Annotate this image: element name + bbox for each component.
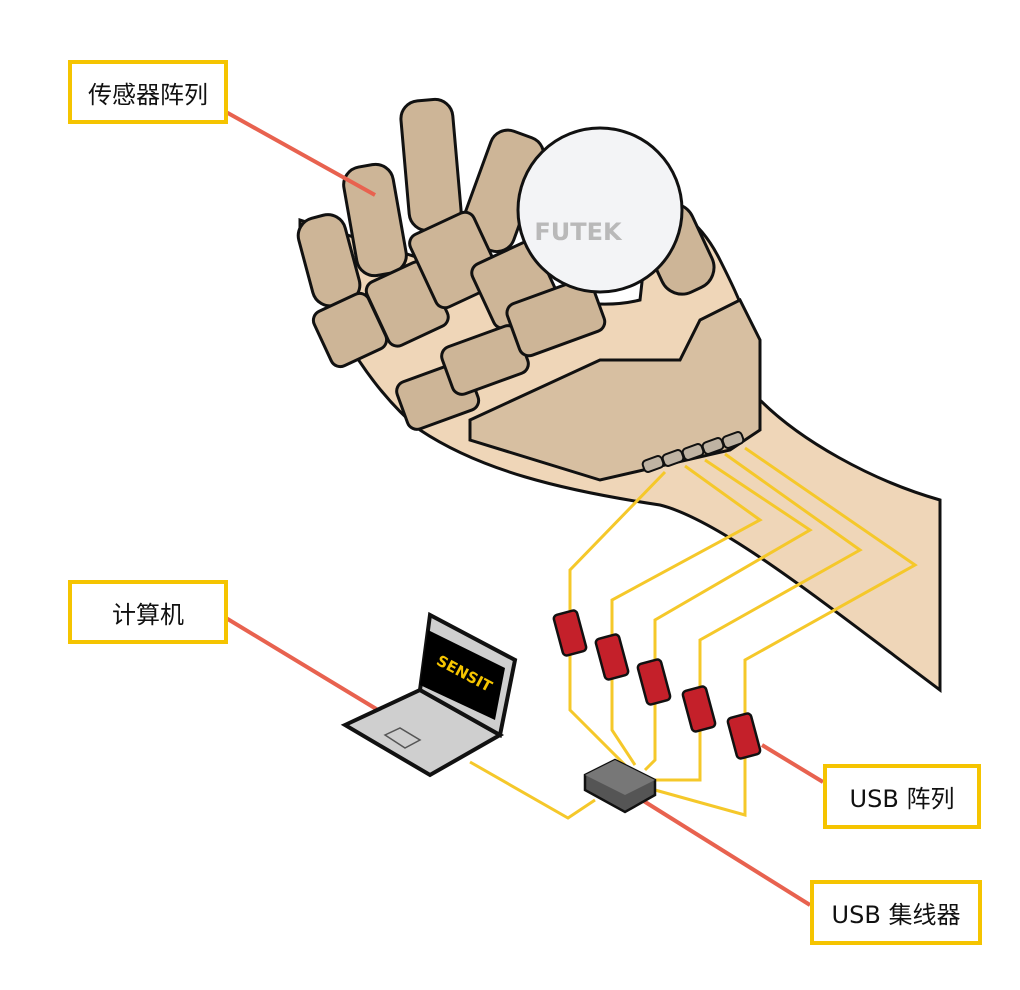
laptop: SENSIT (340, 611, 518, 778)
golf-ball: FUTEK (516, 126, 684, 294)
usb-hub (583, 758, 657, 814)
label-computer: 计算机 (68, 580, 228, 644)
hub-to-laptop-cable (469, 760, 596, 820)
sensor-cables (469, 446, 918, 820)
label-sensor-array: 传感器阵列 (68, 60, 228, 124)
usb-sticks (552, 609, 762, 760)
leader-lines (224, 110, 825, 907)
ball-logo: FUTEK (534, 218, 623, 246)
label-usb-hub: USB 集线器 (810, 880, 982, 945)
label-usb-array: USB 阵列 (823, 764, 981, 829)
sensor-connectors (641, 431, 745, 473)
robotic-palm (468, 297, 762, 482)
